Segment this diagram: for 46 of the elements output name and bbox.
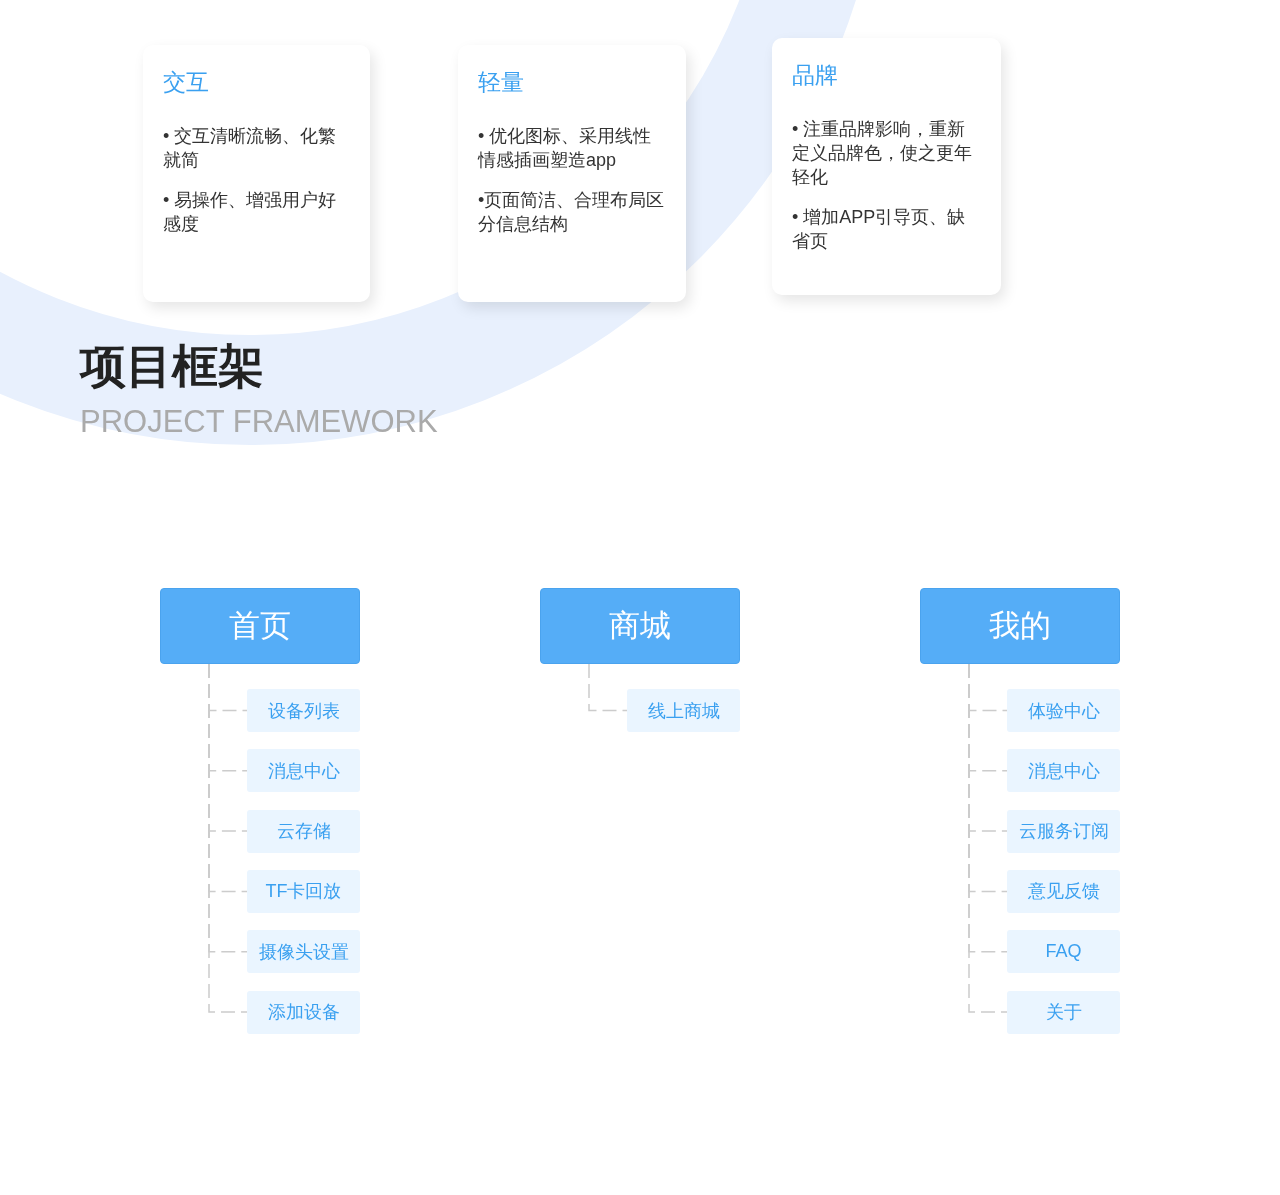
section-subtitle: PROJECT FRAMEWORK <box>80 404 438 440</box>
category-label: 首页 <box>229 607 291 645</box>
menu-item-box <box>1007 990 1120 1034</box>
menu-item-box <box>1007 869 1120 913</box>
bullet-text: •页面简洁、合理布局区分信息结构 <box>478 189 666 236</box>
menu-item-label: TF卡回放 <box>265 880 342 904</box>
bullet-text: • 注重品牌影响，重新定义品牌色，使之更年轻化 <box>792 118 973 189</box>
connector-line <box>588 663 628 712</box>
category-box <box>160 588 360 664</box>
category-box <box>920 588 1120 664</box>
menu-item-label: 线上商城 <box>647 699 720 723</box>
bullet-text: • 优化图标、采用线性情感插画塑造app <box>478 125 653 172</box>
menu-item-box <box>247 869 360 913</box>
bullet-text: • 易操作、增强用户好感度 <box>163 189 338 236</box>
menu-item-box <box>247 930 360 974</box>
menu-item-box <box>1007 689 1120 732</box>
menu-item-label: 添加设备 <box>267 1001 340 1024</box>
menu-item-box <box>1007 930 1120 974</box>
menu-item-box <box>247 689 360 732</box>
category-label: 我的 <box>989 607 1051 645</box>
menu-item-label: 消息中心 <box>267 759 340 783</box>
menu-item-box <box>247 990 360 1034</box>
category-box <box>540 588 740 664</box>
menu-item-box <box>247 749 360 793</box>
card-heading: 品牌 <box>792 61 839 90</box>
section-title: 项目框架 <box>80 339 264 394</box>
info-card <box>772 38 1001 295</box>
menu-item-label: 云服务订阅 <box>1018 820 1109 844</box>
category-label: 商城 <box>609 607 671 645</box>
menu-item-label: 关于 <box>1045 1001 1082 1024</box>
card-heading: 交互 <box>163 68 210 97</box>
menu-item-box <box>1007 809 1120 853</box>
bullet-text: • 增加APP引导页、缺省页 <box>792 206 967 253</box>
info-card <box>458 45 686 302</box>
menu-item-box <box>627 689 740 732</box>
menu-item-label: 体验中心 <box>1027 699 1100 723</box>
menu-item-box <box>247 809 360 853</box>
menu-item-label: FAQ <box>1045 941 1082 963</box>
menu-item-box <box>1007 749 1120 793</box>
menu-item-label: 消息中心 <box>1027 759 1100 783</box>
card-heading: 轻量 <box>478 68 525 97</box>
bullet-text: • 交互清晰流畅、化繁就简 <box>163 125 338 172</box>
menu-item-label: 云存储 <box>276 820 331 844</box>
menu-item-label: 设备列表 <box>267 699 340 723</box>
menu-item-label: 摄像头设置 <box>258 940 349 964</box>
menu-item-label: 意见反馈 <box>1027 880 1100 904</box>
